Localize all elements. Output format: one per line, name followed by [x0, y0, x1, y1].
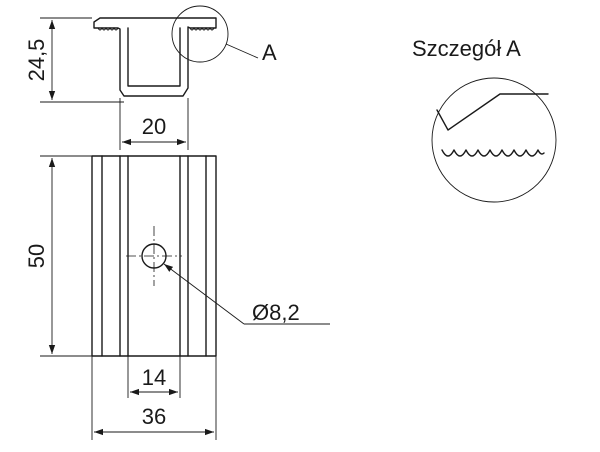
detail-a-circle [431, 77, 557, 203]
dimension-hole-label: Ø8,2 [252, 300, 300, 325]
hole-leader-line [163, 263, 245, 325]
serration-right [189, 26, 215, 31]
profile-outline [93, 17, 217, 97]
dimension-height-label: 24,5 [24, 39, 49, 82]
dimension-slot-label: 14 [142, 365, 166, 390]
dimension-channel-width: 20 [119, 98, 189, 150]
serration-left [97, 26, 119, 31]
profile-section-view: A [93, 5, 277, 97]
detail-a-view: Szczegół A [412, 36, 557, 203]
detail-a-chamfer-profile [436, 93, 549, 131]
dimension-length-label: 50 [24, 244, 49, 268]
dimension-total-label: 36 [142, 404, 166, 429]
detail-marker-label: A [262, 40, 277, 65]
dimension-channel-label: 20 [142, 114, 166, 139]
dimension-total-width: 36 [91, 356, 217, 440]
detail-title: Szczegół A [412, 36, 521, 61]
dimension-length: 50 [24, 155, 92, 357]
dimension-hole-diameter: Ø8,2 [163, 263, 330, 325]
dimension-height: 24,5 [24, 17, 124, 103]
detail-circle [171, 5, 229, 63]
detail-a-serration-profile [441, 149, 545, 157]
plate-outline [91, 155, 217, 357]
plan-view [91, 155, 217, 357]
profile-inner-channel [127, 27, 181, 87]
detail-leader [225, 43, 259, 59]
dimension-slot-width: 14 [127, 356, 181, 398]
